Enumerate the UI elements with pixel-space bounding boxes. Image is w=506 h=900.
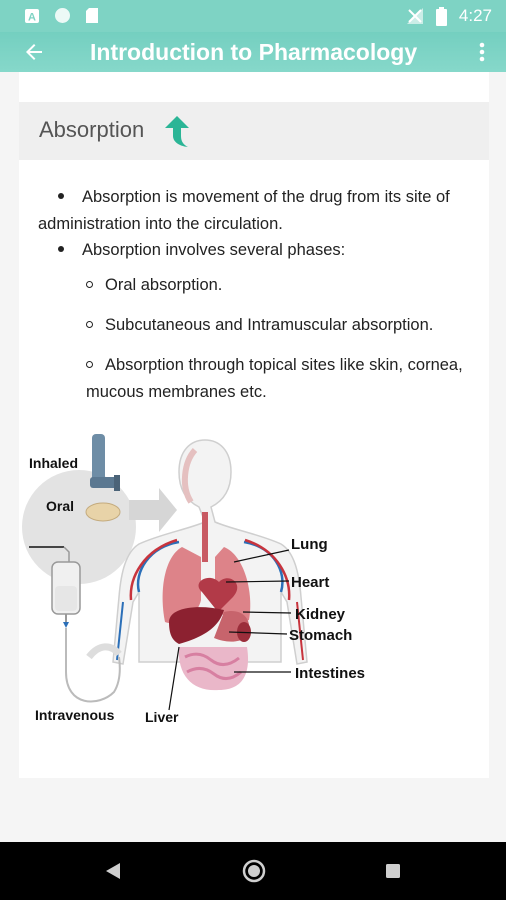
sub-bullet-text: Subcutaneous and Intramuscular absorptio… [105,316,434,334]
label-lung: Lung [291,536,328,553]
label-stomach: Stomach [289,627,352,644]
pill-icon [85,502,121,522]
label-kidney: Kidney [295,606,346,623]
battery-icon [435,6,447,26]
arrow-back-icon[interactable] [22,40,46,64]
sub-list-item: Subcutaneous and Intramuscular absorptio… [86,312,486,339]
triangle-back-icon[interactable] [105,862,121,880]
status-time: 4:27 [458,6,492,25]
more-vert-icon[interactable] [478,40,486,64]
sub-list-item: Oral absorption. [86,272,486,299]
label-leaders [168,549,292,711]
route-bubble [22,470,136,584]
content-area: Absorption Absorption is movement of the… [0,72,506,850]
turn-up-arrow-icon[interactable] [164,116,190,148]
human-body [112,439,308,691]
label-intravenous: Intravenous [35,707,115,723]
bullet-text: Absorption involves several phases: [82,241,346,259]
list-item: Absorption is movement of the drug from … [38,184,488,238]
bullet-dot [58,193,64,200]
content-card: Absorption Absorption is movement of the… [19,72,489,778]
page-title: Introduction to Pharmacology [90,39,418,65]
iv-bag-icon [29,546,122,703]
sub-list-item: Absorption through topical sites like sk… [86,352,486,406]
sub-bullet-text: Absorption through topical sites like sk… [86,356,463,401]
label-heart: Heart [291,574,329,591]
status-bar: A 4:27 [0,0,506,32]
system-nav-bar [0,842,506,900]
sub-bullet-circle [86,280,93,288]
label-oral: Oral [46,498,74,514]
section-header: Absorption [19,102,489,160]
bubble-arrow [129,488,177,532]
section-title: Absorption [39,117,145,142]
absorption-diagram: Inhaled Oral [22,434,365,725]
list-item: Absorption involves several phases: [38,237,488,264]
bullet-dot [58,246,64,253]
svg-text:A: A [28,11,36,23]
a-app-icon: A [25,8,39,23]
sub-bullet-circle [86,320,93,328]
sd-card-icon [86,8,98,23]
label-inhaled: Inhaled [29,455,78,471]
app-bar: Introduction to Pharmacology [0,32,506,72]
label-liver: Liver [145,709,179,725]
bullet-text: Absorption is movement of the drug from … [38,188,450,233]
label-intestines: Intestines [295,665,365,682]
sub-bullet-circle [86,360,93,368]
inhaler-icon [90,434,120,491]
square-recent-icon[interactable] [385,863,401,879]
no-signal-icon [406,8,423,24]
circle-icon [55,8,70,23]
circle-home-icon[interactable] [242,859,266,883]
sub-bullet-text: Oral absorption. [105,276,223,294]
